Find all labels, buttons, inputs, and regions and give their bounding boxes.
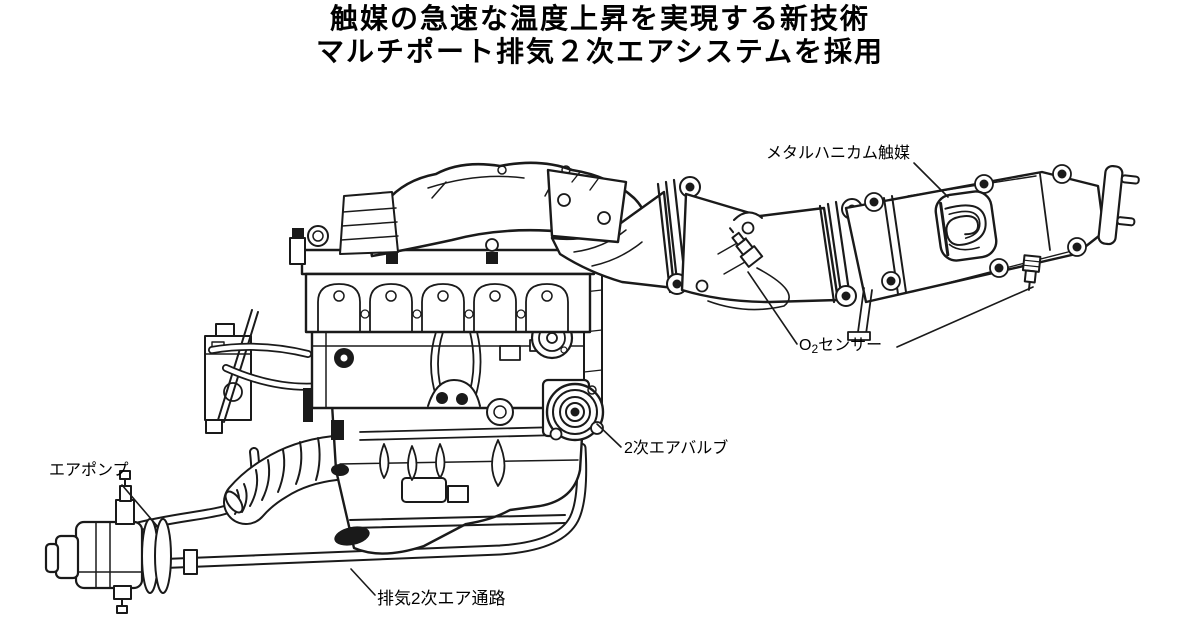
leader-air-valve bbox=[596, 423, 622, 448]
label-secondary-air-valve: 2次エアバルブ bbox=[624, 440, 729, 457]
exhaust-system bbox=[546, 164, 1140, 341]
oil-pan bbox=[303, 388, 586, 555]
page-title: 触媒の急速な温度上昇を実現する新技術 マルチポート排気２次エアシステムを採用 bbox=[0, 2, 1200, 68]
outlet-flange bbox=[1097, 164, 1140, 246]
secondary-air-valve bbox=[541, 378, 605, 442]
leader-o2-right bbox=[896, 286, 1034, 348]
leader-air-pump bbox=[121, 484, 159, 528]
title-line-2: マルチポート排気２次エアシステムを採用 bbox=[315, 36, 885, 67]
o2-sensor-rear bbox=[1021, 254, 1042, 291]
label-air-passage: 排気2次エア通路 bbox=[377, 589, 506, 608]
leader-lines bbox=[121, 162, 1034, 596]
air-pump bbox=[44, 470, 172, 614]
o2-sensor-text-suffix: センサー bbox=[818, 337, 883, 354]
label-catalyst: メタルハニカム触媒 bbox=[766, 145, 911, 162]
o2-sensor-subscript: 2 bbox=[811, 342, 819, 356]
leader-o2-left bbox=[747, 271, 798, 345]
intake-air-hose bbox=[223, 435, 358, 525]
label-air-pump: エアポンプ bbox=[49, 462, 129, 479]
leader-catalyst bbox=[913, 162, 949, 198]
exhaust-mid-pipe bbox=[680, 192, 840, 304]
o2-sensor-front bbox=[707, 227, 790, 311]
catalyst-cutaway bbox=[934, 190, 998, 262]
air-pump-pulley bbox=[141, 518, 172, 594]
leader-air-passage bbox=[350, 568, 376, 596]
title-line-1: 触媒の急速な温度上昇を実現する新技術 bbox=[329, 3, 870, 34]
engine-exhaust-bracket bbox=[546, 168, 628, 244]
label-o2-sensor: O2センサー bbox=[799, 336, 882, 356]
o2-sensor-text: O bbox=[799, 337, 812, 354]
